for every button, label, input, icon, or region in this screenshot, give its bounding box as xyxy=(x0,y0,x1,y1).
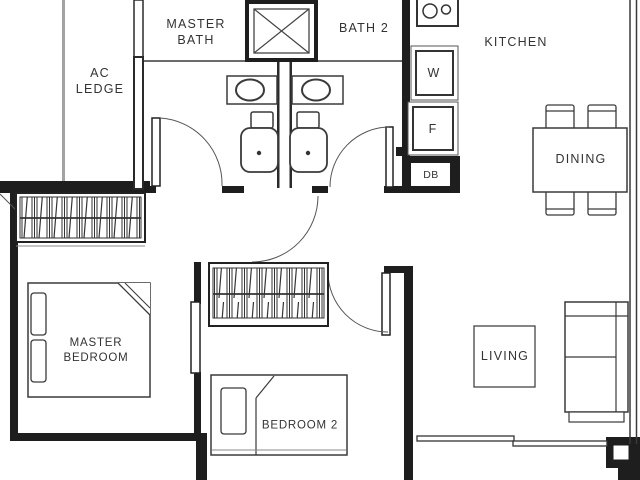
wall xyxy=(402,0,410,153)
room-label-master-bath: MASTER BATH xyxy=(166,17,226,47)
wall xyxy=(196,433,207,480)
wall xyxy=(289,62,292,188)
dining-table-icon xyxy=(532,127,628,193)
chair-icon xyxy=(545,104,575,130)
bed-icon xyxy=(210,374,348,456)
room-label-ac-ledge: AC LEDGE xyxy=(75,66,125,96)
room-label-kitchen: KITCHEN xyxy=(484,35,548,49)
wall-corner-line xyxy=(0,193,17,211)
wall xyxy=(404,266,413,480)
chair-icon xyxy=(587,190,617,216)
door-swing-icon xyxy=(329,126,394,188)
wall xyxy=(384,186,404,193)
wall xyxy=(10,433,202,441)
stove-icon xyxy=(416,0,459,27)
appliance-label-washer: W xyxy=(427,66,441,80)
sofa-icon xyxy=(564,301,629,423)
wall xyxy=(10,192,18,440)
column xyxy=(612,444,630,461)
sink-icon xyxy=(226,75,278,105)
dining-set xyxy=(532,104,628,216)
window-wall xyxy=(629,0,638,444)
washer-box xyxy=(410,45,459,101)
wall xyxy=(0,181,150,193)
window xyxy=(133,0,144,58)
door-swing-icon xyxy=(327,271,391,336)
wall xyxy=(312,186,328,193)
wall xyxy=(396,147,410,156)
door-leaf xyxy=(190,301,201,374)
room-label-master-bedroom: MASTER BEDROOM xyxy=(63,337,129,364)
wall xyxy=(140,186,156,193)
wall-notch xyxy=(606,468,618,480)
ac-ledge-boundary-line xyxy=(62,0,65,181)
door-swing-icon xyxy=(251,195,319,263)
wall xyxy=(194,262,201,304)
room-label-bath-2: BATH 2 xyxy=(338,21,390,35)
sliding-door-icon xyxy=(416,435,608,447)
sink-icon xyxy=(291,75,344,105)
room-label-dining: DINING xyxy=(555,152,607,166)
appliance-label-fridge: F xyxy=(428,122,438,136)
door-swing-icon xyxy=(151,117,223,187)
db-box xyxy=(411,163,450,186)
service-shaft-icon xyxy=(245,0,318,62)
bathroom-fixtures xyxy=(226,75,344,173)
wall xyxy=(133,56,144,190)
appliance-label-db: DB xyxy=(423,169,439,181)
toilet-icon xyxy=(240,111,279,173)
room-label-bedroom-2: BEDROOM 2 xyxy=(261,419,339,432)
living-label-box xyxy=(473,325,536,388)
chair-icon xyxy=(545,190,575,216)
wall xyxy=(384,266,409,273)
doors xyxy=(151,117,394,374)
wall xyxy=(194,372,201,433)
wall xyxy=(222,186,244,193)
fridge-box xyxy=(407,101,459,156)
toilet-icon xyxy=(289,111,328,173)
kitchen-appliances xyxy=(407,0,459,186)
wardrobe-icon xyxy=(15,192,146,247)
chair-icon xyxy=(587,104,617,130)
wall xyxy=(277,62,280,188)
wardrobe-icon xyxy=(208,262,329,327)
bed-icon xyxy=(27,282,151,398)
room-label-living: LIVING xyxy=(480,349,530,363)
